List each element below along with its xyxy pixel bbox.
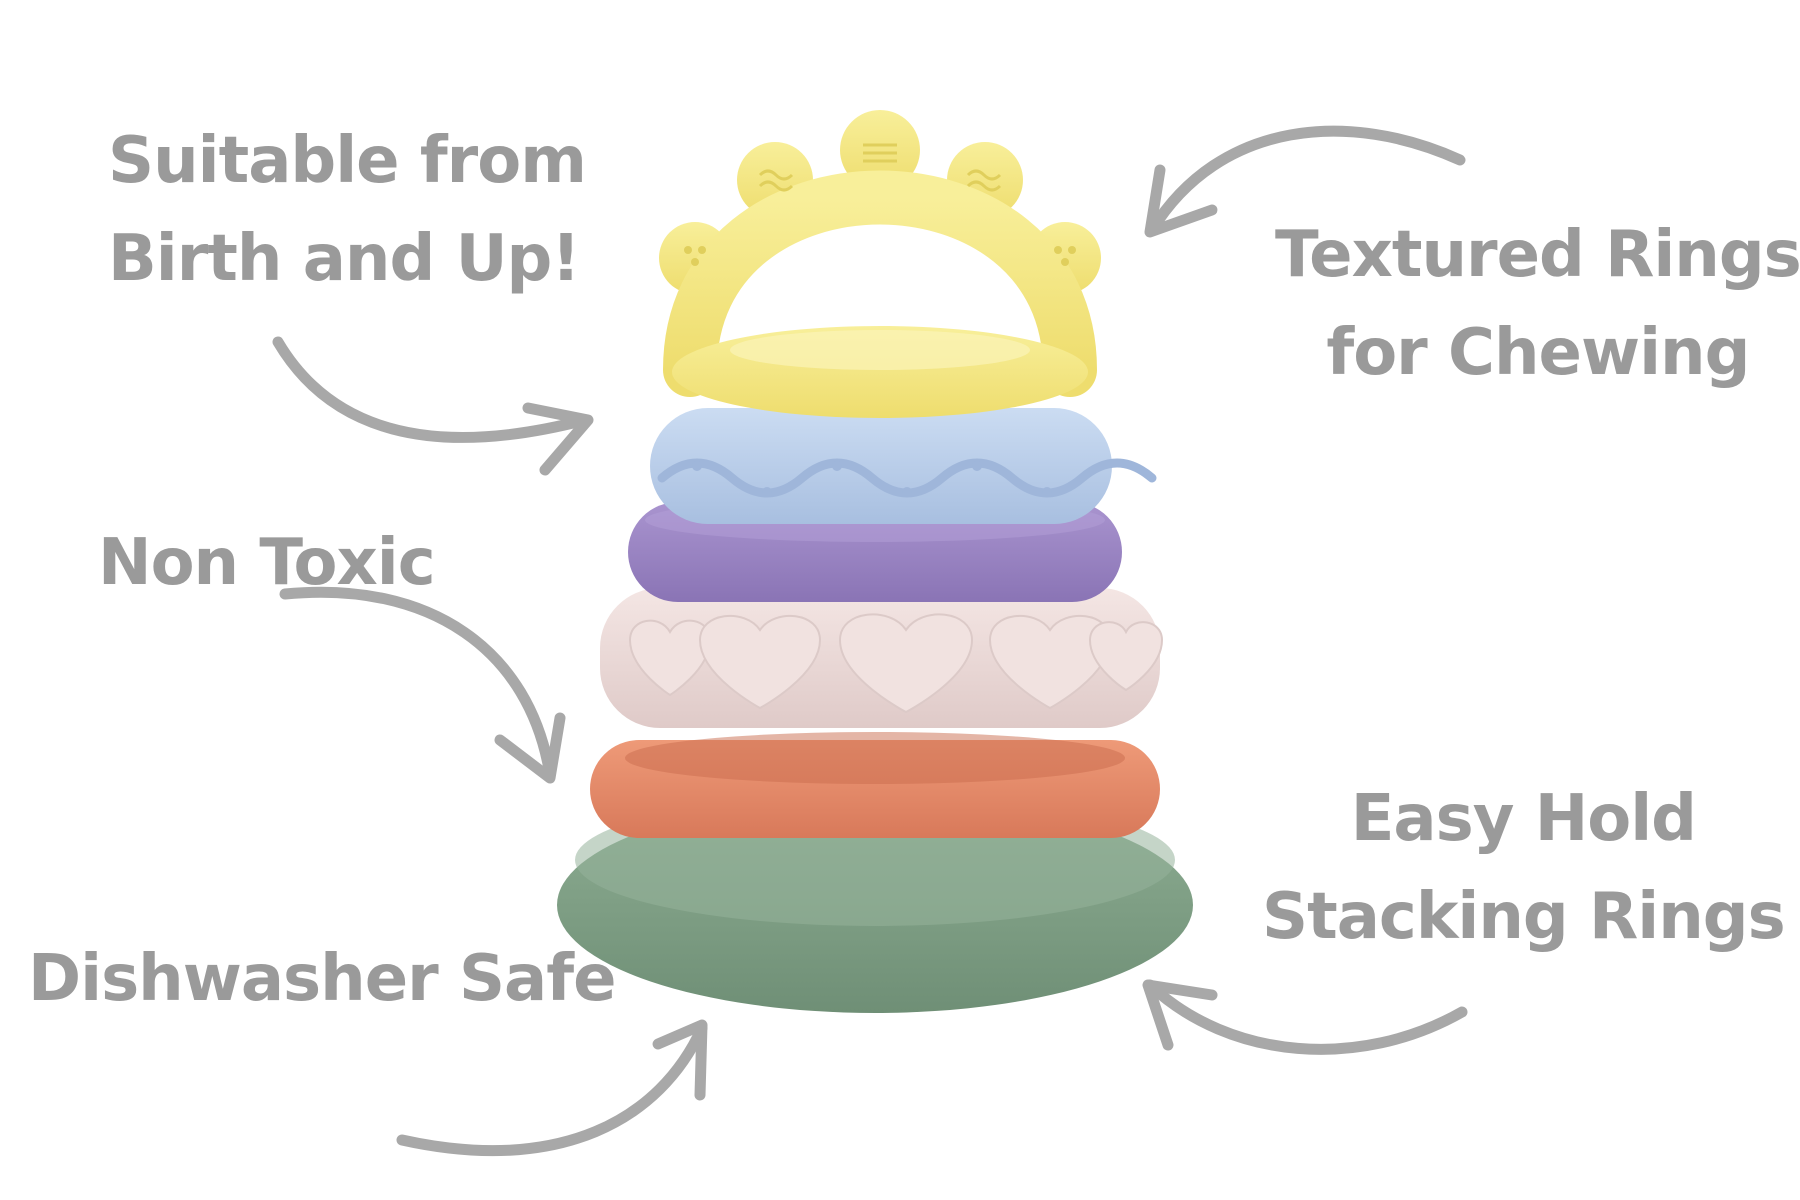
label-texture-line2: for Chewing [1326,316,1750,390]
label-suitable-from-birth: Suitable from Birth and Up! [108,112,587,308]
curved-arrow-left-texture-icon [1144,125,1466,238]
curved-arrow-down-icon [279,586,566,784]
label-birth-line2: Birth and Up! [108,222,581,296]
blue-wave-ring [650,408,1157,524]
label-texture-line1: Textured Rings [1275,218,1800,292]
label-textured-rings: Textured Rings for Chewing [1275,206,1800,402]
label-hold-line1: Easy Hold [1350,782,1697,856]
pink-heart-ring [600,588,1164,728]
orange-ring [590,732,1160,838]
label-easy-hold: Easy Hold Stacking Rings [1262,770,1786,966]
curved-arrow-right-icon [272,336,594,476]
label-dish-line1: Dishwasher Safe [28,942,616,1016]
label-birth-line1: Suitable from [108,124,587,198]
label-hold-line2: Stacking Rings [1262,880,1786,954]
label-non-toxic: Non Toxic [98,514,436,612]
label-toxic-line1: Non Toxic [98,526,436,600]
curved-arrow-up-icon [396,1019,708,1157]
yellow-sun-teether [659,110,1101,418]
label-dishwasher-safe: Dishwasher Safe [28,930,616,1028]
curved-arrow-left-hold-icon [1142,979,1468,1055]
